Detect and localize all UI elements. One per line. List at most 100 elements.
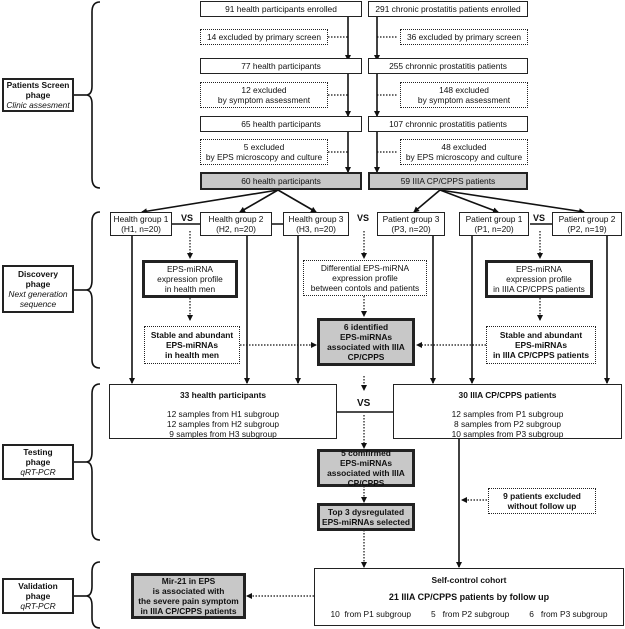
text: Stable and abundant xyxy=(499,330,583,340)
phase-title: phage xyxy=(25,591,51,601)
text: by EPS microscopy and culture xyxy=(205,152,323,162)
patients-final: 59 IIIA CP/CPPS patients xyxy=(368,172,528,190)
phase-subtitle: qRT-PCR xyxy=(20,601,56,611)
text: CP/CPPS xyxy=(347,352,385,362)
text: Stable and abundant xyxy=(150,330,234,340)
text: (H1, n=20) xyxy=(121,224,161,234)
phase-title: Discovery xyxy=(17,269,59,279)
text: 12 samples from H1 subgroup xyxy=(166,409,280,419)
text: associated with IIIA xyxy=(327,468,405,478)
health-excluded-primary: 14 excluded by primary screen xyxy=(200,29,328,45)
group-p2: Patient group 2(P2, n=19) xyxy=(552,212,622,236)
phase-testing: Testing phage qRT-PCR xyxy=(2,444,74,480)
text: 21 IIIA CP/CPPS patients by follow up xyxy=(388,591,550,602)
text: 9 patients excluded xyxy=(503,491,581,501)
self-control-cohort: Self-control cohort 21 IIIA CP/CPPS pati… xyxy=(314,568,624,626)
text: Mir-21 in EPS xyxy=(161,576,216,586)
text: 148 excluded xyxy=(439,85,489,95)
text: CP/CPPS xyxy=(347,478,385,488)
patients-excluded-primary: 36 excluded by primary screen xyxy=(400,29,528,45)
text: 12 excluded xyxy=(241,85,287,95)
text: in IIIA CP/CPPS patients xyxy=(140,606,237,616)
text: 59 IIIA CP/CPPS patients xyxy=(400,176,496,186)
phase-title: Patients Screen xyxy=(6,80,70,90)
group-h2: Health group 2(H2, n=20) xyxy=(200,212,272,236)
vs-label: VS xyxy=(357,398,371,409)
vs-label: VS xyxy=(533,213,546,223)
health-after-symptom: 65 health participants xyxy=(200,116,362,132)
text: in health men xyxy=(165,350,219,360)
text: Differential EPS-miRNA xyxy=(320,263,410,273)
health-enrolled: 91 health participants enrolled xyxy=(200,1,362,17)
text: 12 samples from H2 subgroup xyxy=(166,419,280,429)
phase-subtitle: sequence xyxy=(19,299,57,309)
text: 10 from P1 subgroup xyxy=(330,608,412,619)
vs-label: VS xyxy=(181,213,194,223)
text: (P1, n=20) xyxy=(474,224,514,234)
text: 10 samples from P3 subgroup xyxy=(451,429,564,439)
patients-enrolled: 291 chronic prostatitis patients enrolle… xyxy=(368,1,528,17)
text: (P3, n=20) xyxy=(391,224,431,234)
text: 33 health participants xyxy=(179,390,267,400)
text: 48 excluded xyxy=(441,142,487,152)
testing-patients: 30 IIIA CP/CPPS patients 12 samples from… xyxy=(393,384,622,439)
phase-subtitle: Next generation xyxy=(8,289,68,299)
text: by symptom assessment xyxy=(417,95,511,105)
text: EPS-miRNAs xyxy=(165,340,219,350)
phase-subtitle: Clinic assesment xyxy=(6,100,70,110)
text: EPS-miRNAs selected xyxy=(322,517,410,527)
text: EPS-miRNAs xyxy=(514,340,568,350)
text: (H2, n=20) xyxy=(216,224,256,234)
text: 91 health participants enrolled xyxy=(225,4,337,14)
vs-label: VS xyxy=(357,213,370,223)
text: between contols and patients xyxy=(310,283,420,293)
text: expression profile xyxy=(506,274,572,284)
text: 6 from P3 subgroup xyxy=(529,608,608,619)
cohort-breakdown: 10 from P1 subgroup 5 from P2 subgroup 6… xyxy=(331,609,608,619)
group-p3: Patient group 3(P3, n=20) xyxy=(377,212,445,236)
text: 5 comfirmed xyxy=(341,448,391,458)
phase-title: phage xyxy=(25,279,51,289)
testing-health: 33 health participants 12 samples from H… xyxy=(109,384,337,439)
text: (H3, n=20) xyxy=(296,224,336,234)
text: 30 IIIA CP/CPPS patients xyxy=(458,390,557,400)
phase-subtitle: qRT-PCR xyxy=(20,467,56,477)
health-final: 60 health participants xyxy=(200,172,362,190)
text: 5 excluded xyxy=(243,142,285,152)
text: 65 health participants xyxy=(241,119,321,129)
text: 107 chronnic prostatitis patients xyxy=(389,119,507,129)
group-h1: Health group 1(H1, n=20) xyxy=(110,212,172,236)
phase-title: Testing xyxy=(23,447,53,457)
brace-discovery xyxy=(85,211,101,369)
text: Health group 1 xyxy=(113,214,169,224)
text: in IIIA CP/CPPS patients xyxy=(493,284,585,294)
text: EPS-miRNAs xyxy=(339,458,393,468)
text: expression profile xyxy=(157,274,223,284)
text: 77 health participants xyxy=(241,61,321,71)
text: Health group 3 xyxy=(288,214,344,224)
text: Patient group 3 xyxy=(382,214,440,224)
text: in IIIA CP/CPPS patients xyxy=(492,350,590,360)
text: in health men xyxy=(164,284,216,294)
text: Self-control cohort xyxy=(431,575,507,586)
phase-screen: Patients Screen phage Clinic assesment xyxy=(2,78,74,112)
text: (P2, n=19) xyxy=(567,224,607,234)
brace-screen xyxy=(85,1,101,189)
patients-after-primary: 255 chronnic prostatitis patients xyxy=(368,58,528,74)
text: 12 samples from P1 subgroup xyxy=(451,409,564,419)
phase-title: Validation xyxy=(18,581,58,591)
text: Health group 2 xyxy=(208,214,264,224)
patients-after-symptom: 107 chronnic prostatitis patients xyxy=(368,116,528,132)
text: EPS-miRNA xyxy=(166,264,214,274)
